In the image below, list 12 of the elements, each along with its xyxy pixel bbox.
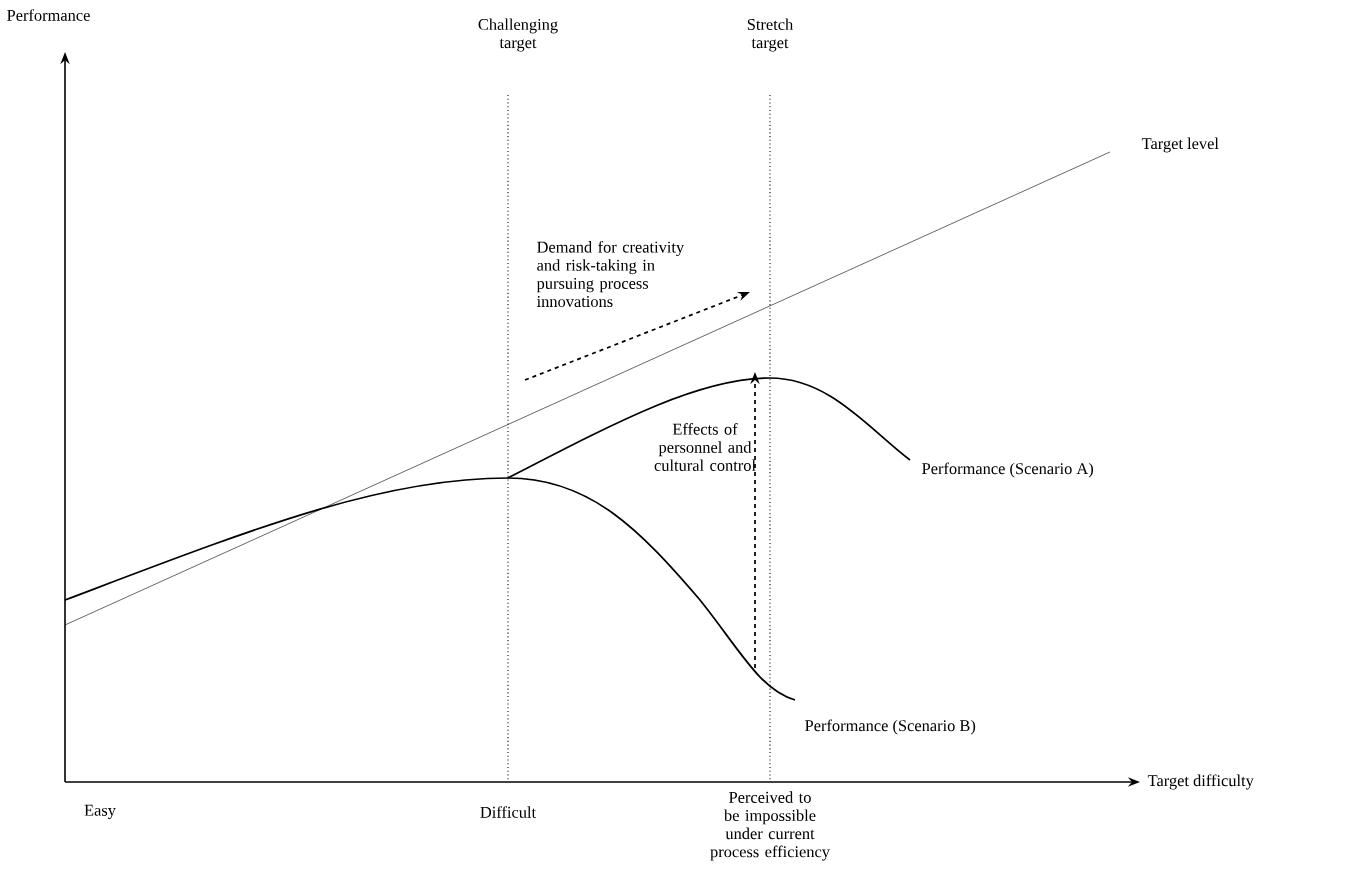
- axis-label: Target difficulty: [1147, 774, 1254, 790]
- tick-label: Perceived to be impossible under current process efficiency: [710, 791, 830, 861]
- annotation: Demand for creativity and risk-taking in pursuing process innovations: [536, 240, 685, 308]
- annotation: Effects of personnel and cultural control: [654, 423, 756, 471]
- curve-label: Performance (Scenario B): [805, 719, 976, 735]
- target-label: Challenging target: [478, 18, 558, 52]
- target-label: Stretch target: [747, 18, 794, 52]
- axis-label: Performance: [7, 9, 90, 21]
- line-label: Target level: [1141, 137, 1219, 153]
- tick-label: Easy: [84, 804, 116, 820]
- tick-label: Difficult: [480, 806, 536, 818]
- curve-label: Performance (Scenario A): [922, 462, 1094, 478]
